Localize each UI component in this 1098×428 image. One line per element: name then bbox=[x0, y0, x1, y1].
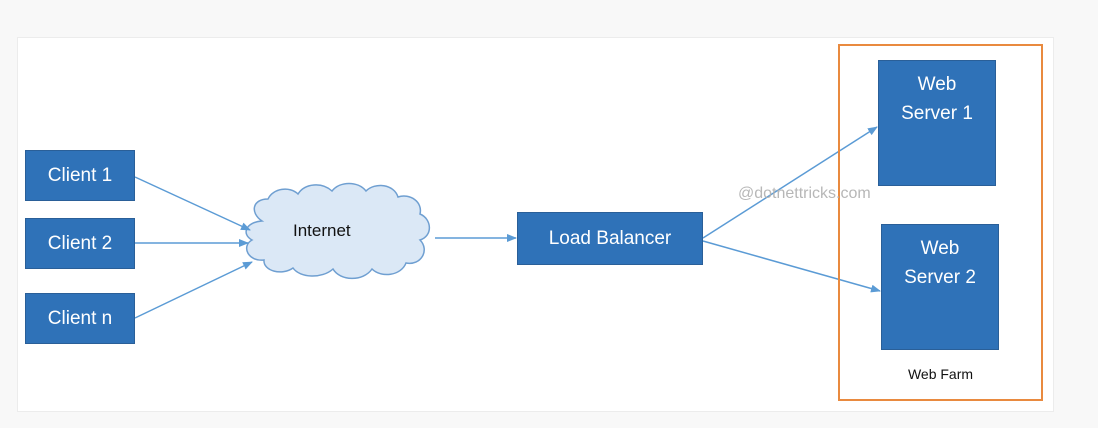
client-2-node: Client 2 bbox=[25, 218, 135, 269]
client-n-label: Client n bbox=[47, 307, 113, 329]
load-balancer-node: Load Balancer bbox=[517, 212, 703, 265]
internet-cloud-icon bbox=[245, 182, 431, 280]
web-server-1-label: Web Server 1 bbox=[901, 74, 973, 124]
arrow-clientn-internet bbox=[134, 261, 253, 319]
client-n-node: Client n bbox=[25, 293, 135, 344]
arrow-loadbalancer-webserver1 bbox=[702, 126, 878, 239]
client-2-label: Client 2 bbox=[47, 232, 113, 254]
client-1-label: Client 1 bbox=[47, 164, 113, 186]
web-server-1-node: Web Server 1 bbox=[878, 60, 996, 186]
web-server-2-label: Web Server 2 bbox=[904, 238, 976, 288]
arrow-client1-internet bbox=[134, 176, 251, 231]
client-1-node: Client 1 bbox=[25, 150, 135, 201]
web-server-2-node: Web Server 2 bbox=[881, 224, 999, 350]
internet-label: Internet bbox=[293, 221, 351, 240]
load-balancer-label: Load Balancer bbox=[548, 227, 672, 249]
web-farm-label: Web Farm bbox=[907, 366, 974, 382]
watermark-text: @dotnettricks.com bbox=[738, 185, 871, 202]
web-farm-group bbox=[838, 44, 1043, 401]
arrow-loadbalancer-webserver2 bbox=[702, 240, 881, 293]
